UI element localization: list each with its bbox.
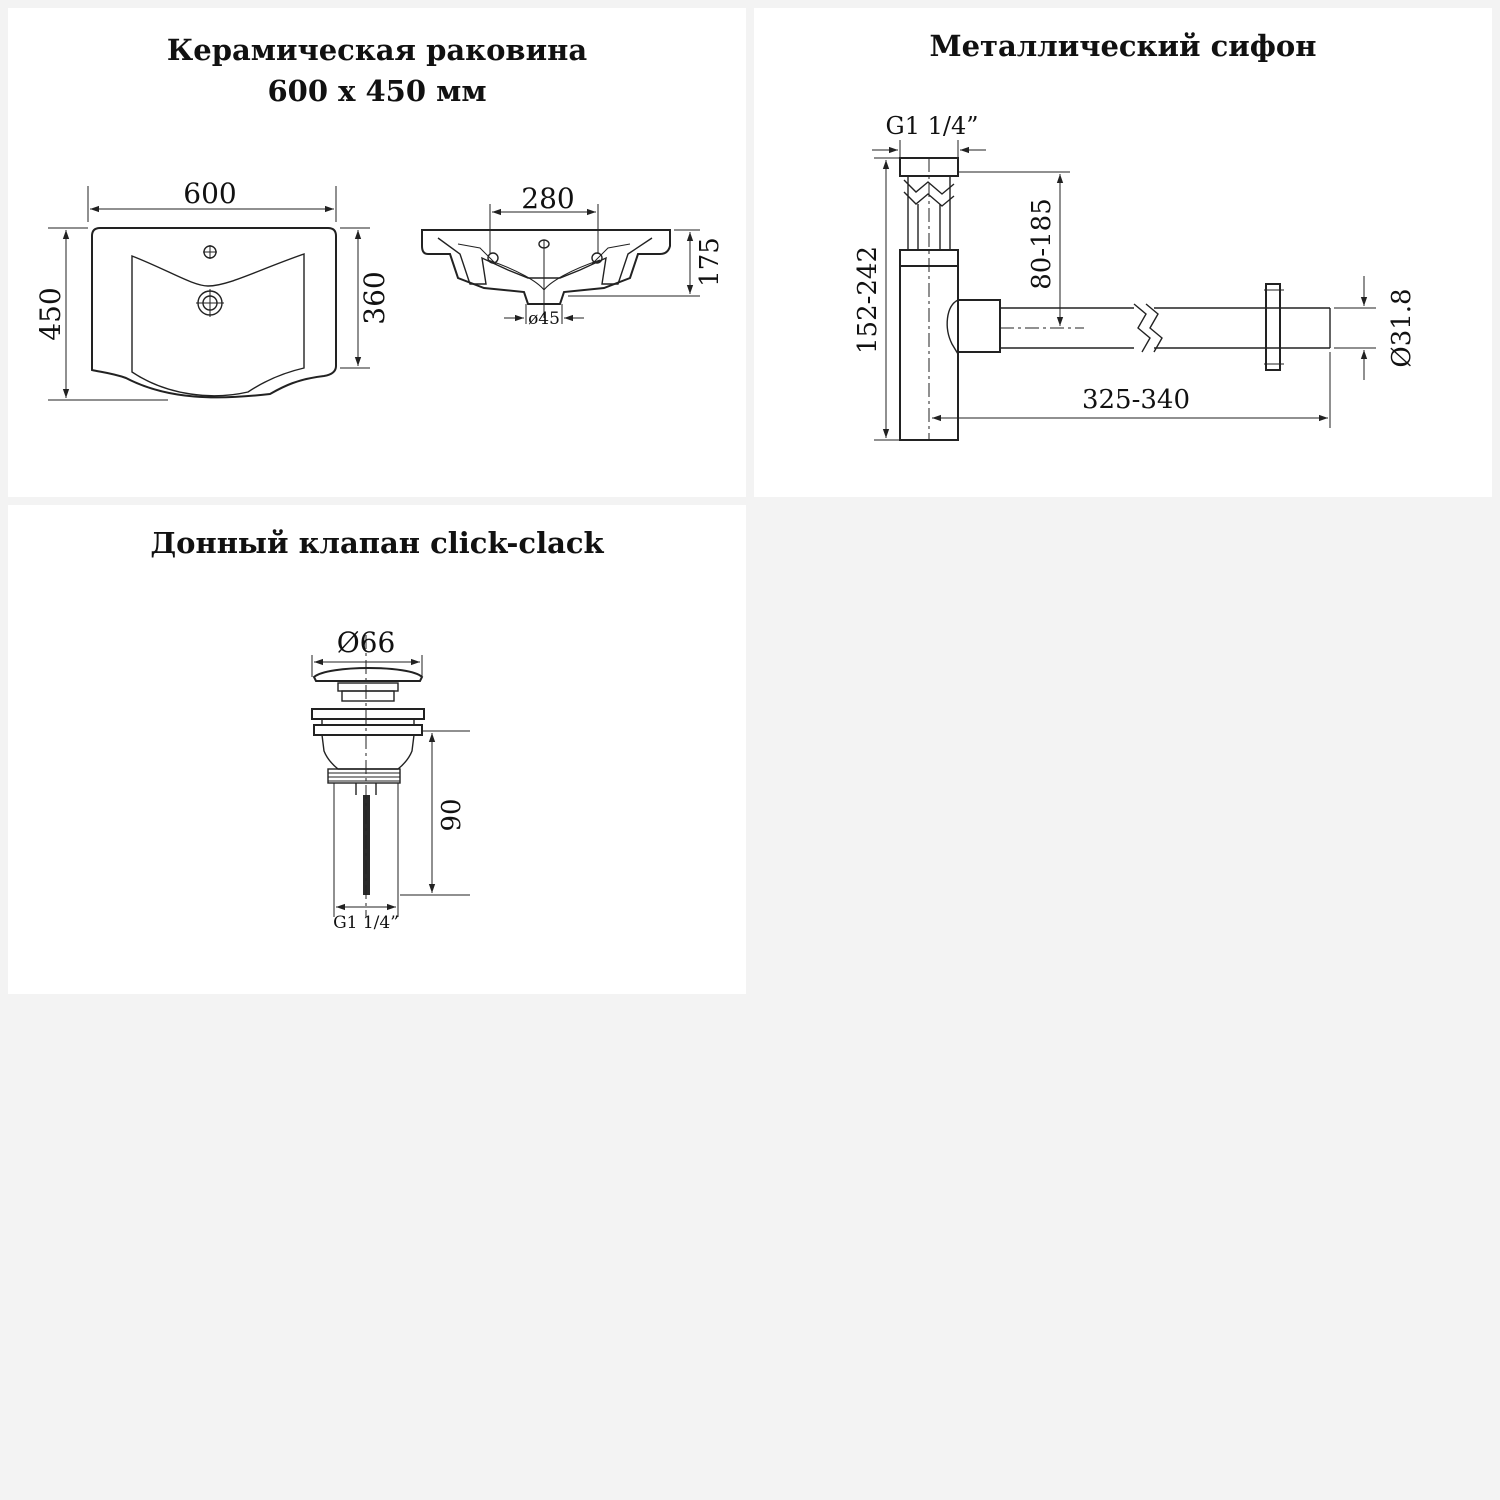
- dim-outlet-diameter-label: Ø31.8: [1387, 288, 1417, 367]
- dim-depth-label: 450: [34, 287, 67, 340]
- basin-top-view: [91, 227, 337, 399]
- basin-title-line2: 600 х 450 мм: [267, 74, 487, 108]
- valve-title: Донный клапан click-clack: [150, 526, 604, 560]
- dim-height: 175: [568, 229, 725, 297]
- siphon-panel: Металлический сифон: [754, 8, 1492, 497]
- basin-panel: Керамическая раковина 600 х 450 мм 600: [8, 8, 746, 497]
- dim-total-height: 152-242: [853, 157, 900, 441]
- dim-tap-spacing-label: 280: [521, 182, 574, 215]
- siphon-drawing: G1 1/4” 152-242 80-185 Ø31.8 325: [853, 112, 1417, 441]
- dim-tap-spacing: 280: [489, 182, 599, 254]
- dim-siphon-thread-label: G1 1/4”: [886, 112, 979, 140]
- valve-panel: Донный клапан click-clack: [8, 505, 746, 994]
- dim-bowl-depth: 360: [340, 227, 391, 369]
- valve-drawing: Ø66 90 G1 1/4”: [311, 626, 470, 933]
- dim-bowl-depth-label: 360: [358, 271, 391, 324]
- dim-width: 600: [87, 177, 337, 222]
- basin-title-line1: Керамическая раковина: [166, 33, 588, 67]
- basin-title: Керамическая раковина 600 х 450 мм: [8, 30, 746, 112]
- dim-valve-thread-label: G1 1/4”: [333, 913, 399, 933]
- basin-front-view: [421, 229, 671, 318]
- dim-drain-diameter-label: ø45: [528, 309, 560, 329]
- dim-body-length: 90: [400, 730, 470, 896]
- dim-width-label: 600: [183, 177, 236, 210]
- dim-depth: 450: [34, 227, 168, 401]
- dim-adjust-height: 80-185: [958, 171, 1084, 329]
- dim-adjust-height-label: 80-185: [1027, 198, 1057, 290]
- dim-cap-diameter-label: Ø66: [337, 626, 396, 659]
- basin-drawing: 600 450 360: [34, 177, 725, 401]
- valve-body: [311, 635, 425, 917]
- dim-valve-thread: G1 1/4”: [333, 903, 399, 933]
- dim-outlet-length-label: 325-340: [1082, 385, 1190, 415]
- dim-outlet-diameter: Ø31.8: [1334, 276, 1417, 380]
- dim-height-label: 175: [695, 237, 725, 287]
- siphon-body: [899, 157, 1331, 441]
- dim-outlet-length: 325-340: [932, 352, 1331, 428]
- dim-body-length-label: 90: [437, 798, 467, 831]
- dim-total-height-label: 152-242: [853, 246, 883, 354]
- dim-cap-diameter: Ø66: [311, 626, 423, 677]
- siphon-title: Металлический сифон: [929, 29, 1317, 63]
- dim-siphon-thread: G1 1/4”: [872, 112, 986, 158]
- dim-drain-diameter: ø45: [504, 304, 584, 329]
